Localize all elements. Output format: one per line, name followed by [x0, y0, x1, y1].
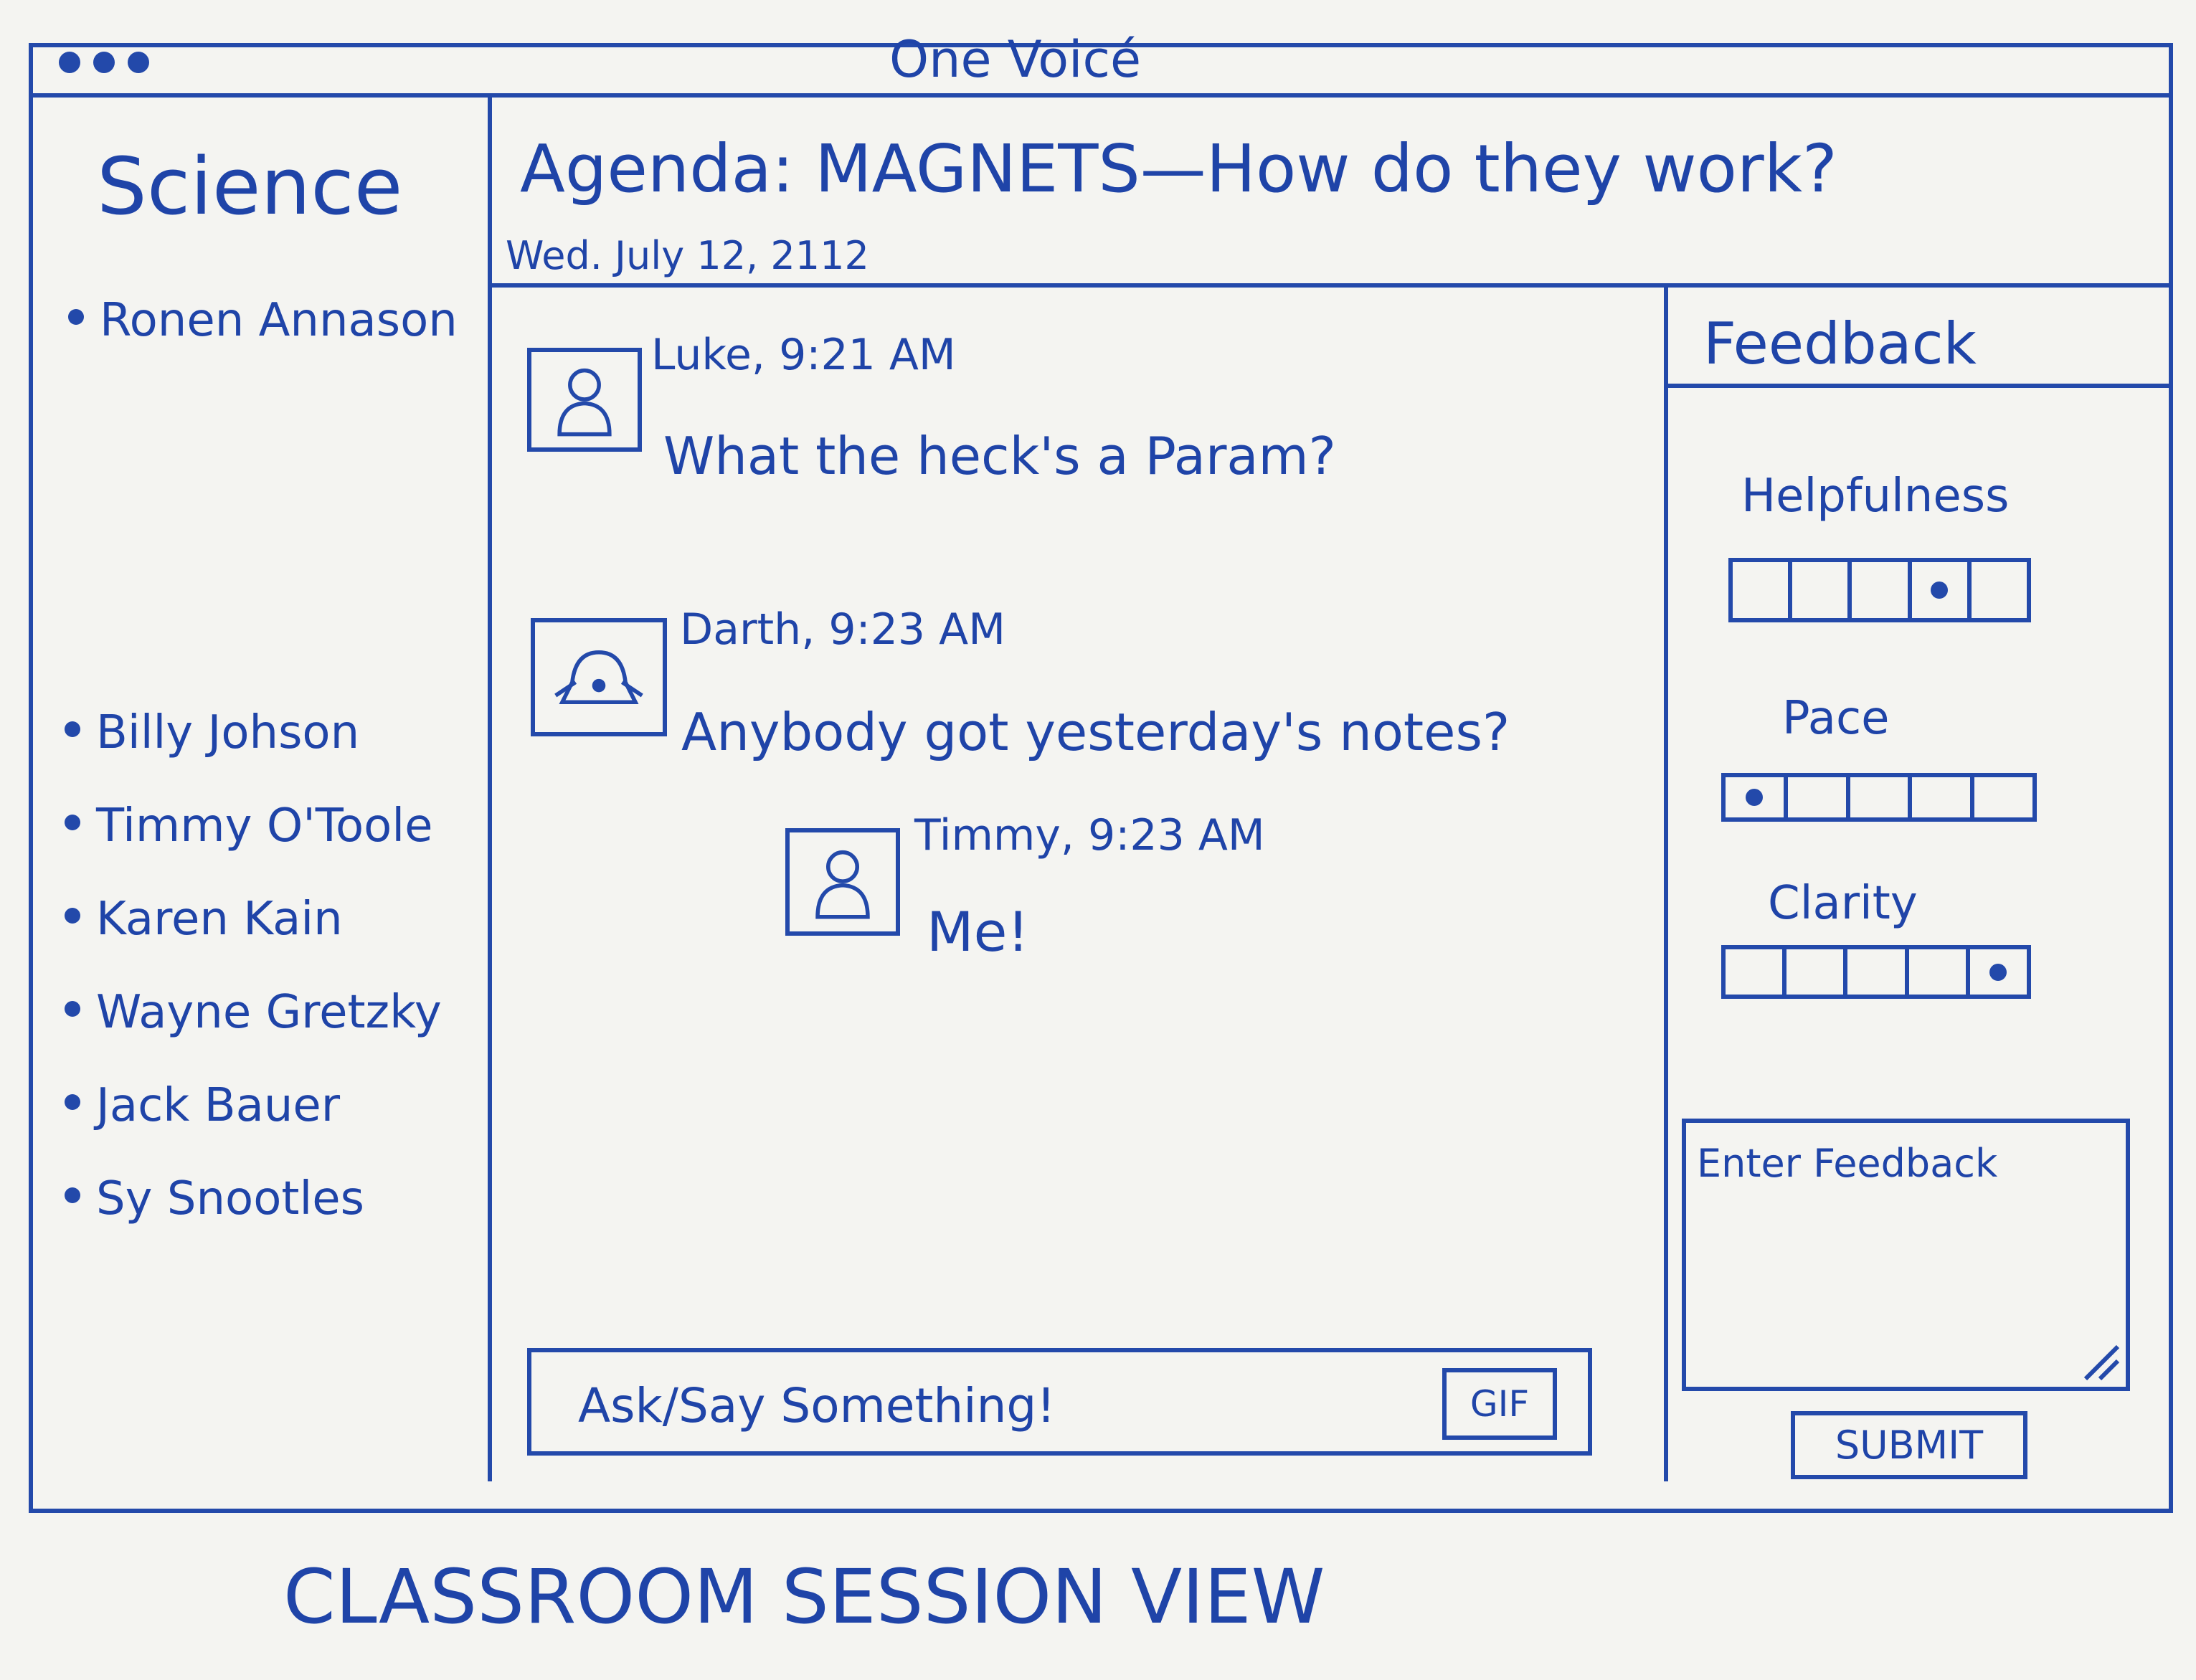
rating-segment[interactable] — [1726, 777, 1788, 817]
minimize-window-dot[interactable] — [93, 52, 115, 73]
rating-segment[interactable] — [1972, 562, 2027, 618]
submit-button[interactable]: SUBMIT — [1791, 1411, 2027, 1479]
bullet-icon — [65, 1094, 80, 1111]
student-item[interactable]: Billy Johson — [65, 710, 359, 756]
rating-marker-icon — [1746, 789, 1764, 806]
rating-segment[interactable] — [1912, 777, 1975, 817]
header-divider — [492, 283, 2173, 288]
bullet-icon — [65, 1187, 80, 1204]
resize-handle-icon[interactable] — [2071, 1332, 2121, 1382]
feedback-title: Feedback — [1703, 310, 1977, 377]
bullet-icon — [65, 815, 80, 831]
rating-segment[interactable] — [1786, 949, 1848, 995]
rating-segment[interactable] — [1850, 777, 1913, 817]
rating-segment[interactable] — [1912, 562, 1972, 618]
rating-label: Pace — [1782, 692, 1890, 745]
title-bar-divider — [29, 93, 2173, 98]
message-text: What the heck's a Param? — [663, 426, 1336, 486]
rating-segment[interactable] — [1733, 562, 1793, 618]
feedback-header-divider — [1668, 384, 2173, 388]
chat-input[interactable]: Ask/Say Something! GIF — [527, 1348, 1592, 1456]
rating-segment[interactable] — [1974, 777, 2032, 817]
student-item[interactable]: Wayne Gretzky — [65, 990, 442, 1035]
rating-marker-icon — [1931, 582, 1949, 599]
student-item[interactable]: Jack Bauer — [65, 1083, 340, 1129]
sketch-caption: CLASSROOM SESSION VIEW — [283, 1553, 1325, 1641]
rating-segment[interactable] — [1909, 949, 1970, 995]
message-author: Darth, 9:23 AM — [680, 604, 1005, 655]
sidebar-divider — [488, 98, 492, 1481]
darth-avatar-icon — [531, 618, 667, 736]
student-item[interactable]: Sy Snootles — [65, 1176, 364, 1222]
rating-segment[interactable] — [1847, 949, 1909, 995]
rating-segment[interactable] — [1852, 562, 1912, 618]
message-text: Me! — [927, 900, 1029, 964]
chat-input-placeholder: Ask/Say Something! — [578, 1378, 1056, 1433]
session-date: Wed. July 12, 2112 — [506, 233, 869, 278]
message-text: Anybody got yesterday's notes? — [681, 702, 1510, 762]
bullet-icon — [65, 908, 80, 924]
message-author: Luke, 9:21 AM — [651, 330, 956, 380]
rating-segment[interactable] — [1788, 777, 1850, 817]
bullet-icon — [65, 721, 80, 738]
close-window-dot[interactable] — [59, 52, 80, 73]
bullet-icon — [65, 1001, 80, 1017]
teacher-item[interactable]: Ronen Annason — [68, 298, 458, 343]
rating-segment[interactable] — [1792, 562, 1852, 618]
message-author: Timmy, 9:23 AM — [914, 810, 1265, 860]
user-avatar-icon — [527, 348, 642, 452]
user-avatar-icon — [785, 828, 900, 936]
bullet-icon — [68, 309, 84, 326]
student-item[interactable]: Timmy O'Toole — [65, 803, 432, 849]
agenda-title: Agenda: MAGNETS—How do they work? — [520, 130, 1837, 207]
gif-button[interactable]: GIF — [1442, 1368, 1557, 1440]
feedback-textarea[interactable]: Enter Feedback — [1682, 1119, 2130, 1391]
window-controls[interactable] — [59, 52, 149, 73]
feedback-placeholder: Enter Feedback — [1697, 1141, 1998, 1186]
app-window — [29, 43, 2173, 1513]
student-item[interactable]: Karen Kain — [65, 896, 343, 942]
maximize-window-dot[interactable] — [128, 52, 149, 73]
rating-label: Helpfulness — [1741, 470, 2010, 523]
helpfulness-rating[interactable] — [1728, 558, 2031, 622]
clarity-rating[interactable] — [1721, 945, 2031, 999]
feedback-divider — [1664, 288, 1668, 1481]
rating-segment[interactable] — [1726, 949, 1787, 995]
app-title: One Voicé — [889, 30, 1142, 89]
rating-marker-icon — [1989, 963, 2007, 981]
rating-label: Clarity — [1768, 877, 1918, 930]
pace-rating[interactable] — [1721, 773, 2037, 822]
rating-segment[interactable] — [1970, 949, 2027, 995]
class-title: Science — [97, 141, 403, 232]
